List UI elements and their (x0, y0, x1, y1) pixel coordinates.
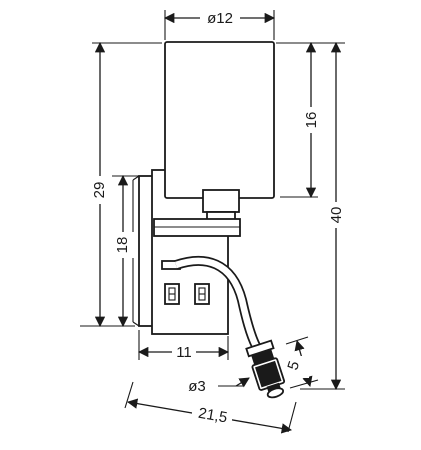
reading-light-head (245, 339, 286, 399)
label-shade-height: 16 (303, 112, 320, 129)
switch-right (194, 283, 210, 305)
lamp-socket (202, 189, 240, 213)
label-total-height: 40 (328, 207, 345, 224)
dimension-shade-diameter: ø12 (163, 8, 276, 40)
dimension-base-height: 29 (80, 41, 162, 328)
dimension-backplate-width: 11 (137, 330, 230, 361)
dimension-reading-light-diameter: ø3 (188, 377, 250, 395)
label-reading-light-diameter: ø3 (188, 378, 206, 395)
dimension-total-height: 40 (276, 41, 347, 391)
lamp-shade (164, 41, 275, 199)
flexible-gooseneck (161, 255, 261, 349)
dimension-total-depth: 21,5 (124, 381, 297, 434)
led-lens (266, 387, 285, 399)
dimension-reading-light-length: 5 (284, 336, 319, 389)
label-base-height: 29 (91, 182, 108, 199)
wall-lamp (132, 41, 286, 399)
dimension-shade-height: 16 (280, 41, 322, 199)
label-backplate-width: 11 (176, 344, 192, 361)
label-shade-diameter: ø12 (207, 10, 233, 27)
label-backplate-height: 18 (114, 237, 131, 254)
label-total-depth: 21,5 (197, 405, 229, 427)
dimension-backplate-height: 18 (112, 174, 139, 328)
switch-left (164, 283, 180, 305)
